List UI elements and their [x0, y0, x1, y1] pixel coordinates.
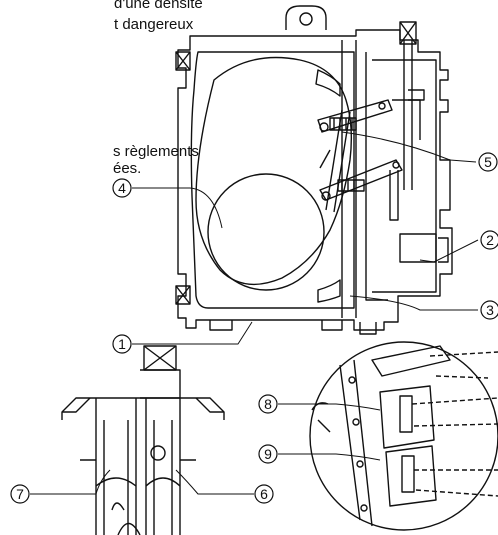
callout-9: 9 [258, 444, 278, 464]
text-fragment-line2: t dangereux [114, 16, 194, 33]
callout-7: 7 [10, 484, 30, 504]
callout-3-label: 3 [486, 302, 494, 318]
text-fragment-line1: d'une densité [114, 0, 203, 12]
callout-9-label: 9 [264, 446, 272, 462]
text-fragment-line3: s règlements [113, 143, 199, 160]
lever-mechanism [317, 21, 425, 221]
callout-5: 5 [478, 152, 498, 172]
text-fragment-line4: ées. [113, 160, 142, 177]
callout-6: 6 [254, 484, 274, 504]
float-ball [195, 56, 353, 303]
callout-2-label: 2 [486, 232, 494, 248]
callout-2: 2 [480, 230, 498, 250]
callout-3: 3 [480, 300, 498, 320]
callout-4: 4 [112, 178, 132, 198]
leader-lines [30, 131, 479, 495]
callout-1-label: 1 [118, 336, 126, 352]
callout-6-label: 6 [260, 486, 268, 502]
callout-7-label: 7 [16, 486, 24, 502]
callout-8: 8 [258, 394, 278, 414]
callout-8-label: 8 [264, 396, 272, 412]
circular-detail-view [309, 341, 498, 531]
callout-1: 1 [112, 334, 132, 354]
trap-body [175, 5, 453, 335]
section-detail-left [61, 345, 225, 535]
callout-5-label: 5 [484, 154, 492, 170]
callout-4-label: 4 [118, 180, 126, 196]
